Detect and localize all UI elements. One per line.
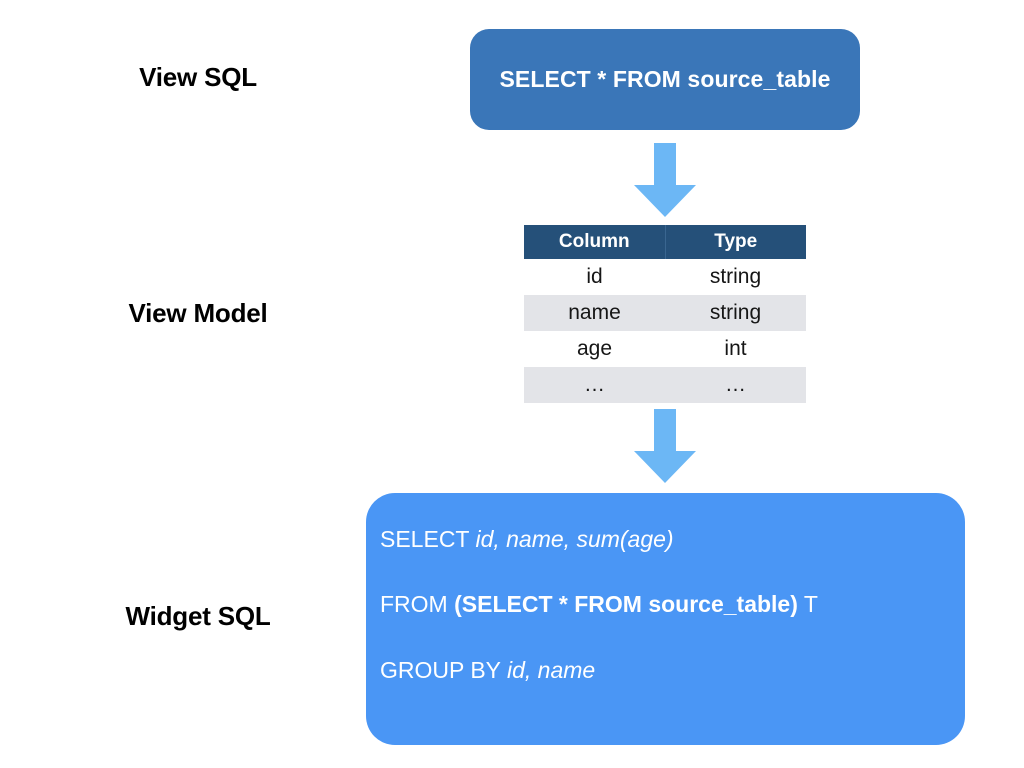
table-row: age int [524, 331, 806, 367]
view-sql-box: SELECT * FROM source_table [470, 29, 860, 130]
widget-sql-token-ident: id, name [506, 656, 596, 683]
widget-sql-token-kw: SELECT [380, 526, 476, 552]
widget-sql-box: SELECT id, name, sum(age) FROM (SELECT *… [366, 493, 965, 745]
stage-label-view-sql: View SQL [139, 62, 257, 92]
table-header-column: Column [524, 225, 665, 259]
view-model-table: Column Type id string name string age in… [524, 225, 806, 403]
table-row: id string [524, 259, 806, 295]
table-cell-type: string [665, 259, 806, 295]
table-row: name string [524, 295, 806, 331]
widget-sql-token-kw: FROM [380, 591, 455, 618]
table-cell-column: name [524, 295, 665, 331]
table-cell-column: age [524, 331, 665, 367]
widget-sql-line-from: FROM (SELECT * FROM source_table) T [380, 592, 965, 617]
stage-label-widget-sql: Widget SQL [125, 601, 271, 631]
widget-sql-token-alias: T [797, 591, 818, 618]
widget-sql-token-kw: GROUP BY [380, 656, 507, 683]
widget-sql-line-select: SELECT id, name, sum(age) [380, 526, 965, 552]
table-header-row: Column Type [524, 225, 806, 259]
table-header-type: Type [664, 225, 806, 259]
table-cell-type: … [665, 367, 806, 403]
arrow-down-icon-model-to-widget-sql [634, 409, 696, 483]
table-row: … … [524, 367, 806, 403]
widget-sql-line-group-by: GROUP BY id, name [380, 656, 965, 683]
stage-label-view-model: View Model [128, 298, 268, 328]
table-cell-column: … [524, 367, 665, 403]
table-cell-type: int [665, 331, 806, 367]
widget-sql-token-nested: (SELECT * FROM source_table) [454, 591, 798, 618]
view-sql-statement: SELECT * FROM source_table [499, 66, 831, 92]
table-cell-type: string [665, 295, 806, 331]
table-cell-column: id [524, 259, 665, 295]
widget-sql-token-ident: id, name, sum(age) [475, 526, 674, 552]
arrow-down-icon-view-sql-to-model [634, 143, 696, 217]
